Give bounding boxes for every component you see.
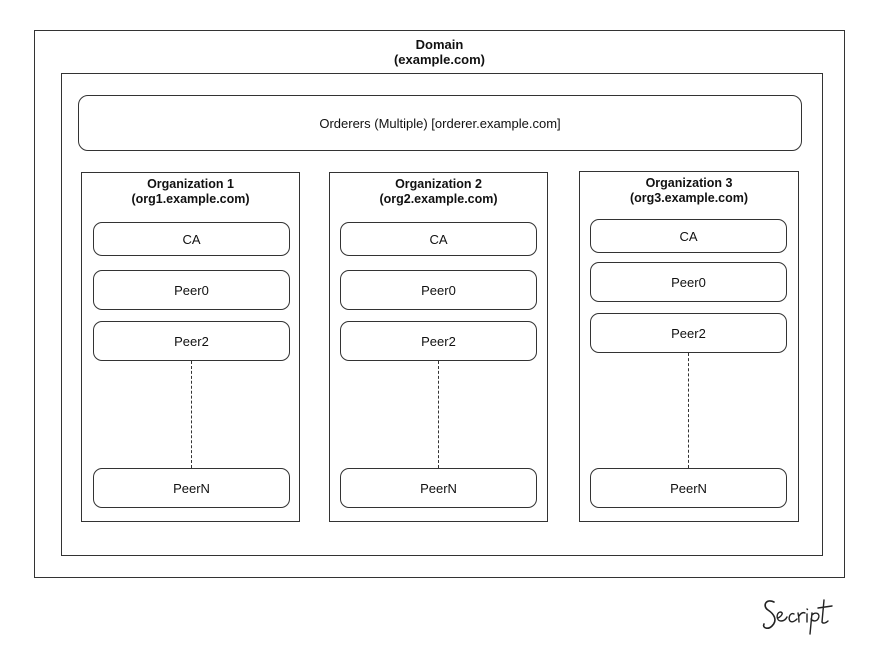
organization-1-title: Organization 1 (org1.example.com) xyxy=(81,177,300,206)
organization-1-box xyxy=(81,172,300,522)
organization-2-box xyxy=(329,172,548,522)
org3-peer2-node: Peer2 xyxy=(590,313,787,353)
org3-ca-node: CA xyxy=(590,219,787,253)
org3-peer0-node: Peer0 xyxy=(590,262,787,302)
organization-3-box xyxy=(579,171,799,522)
node-label: CA xyxy=(679,228,698,244)
node-label: PeerN xyxy=(420,480,457,496)
organization-2-domain: (org2.example.com) xyxy=(379,191,498,206)
node-label: CA xyxy=(429,231,448,247)
org1-ellipsis-connector xyxy=(191,361,192,468)
org1-peer0-node: Peer0 xyxy=(93,270,290,310)
organization-3-name: Organization 3 xyxy=(645,176,733,190)
node-label: CA xyxy=(182,231,201,247)
org1-peer2-node: Peer2 xyxy=(93,321,290,361)
organization-3-title: Organization 3 (org3.example.com) xyxy=(579,176,799,205)
node-label: Peer2 xyxy=(671,325,706,341)
org2-peern-node: PeerN xyxy=(340,468,537,508)
node-label: Peer0 xyxy=(421,282,456,298)
network-container xyxy=(61,73,823,556)
node-label: Peer2 xyxy=(174,333,209,349)
org2-peer2-node: Peer2 xyxy=(340,321,537,361)
organization-1-name: Organization 1 xyxy=(147,177,234,191)
organization-2-name: Organization 2 xyxy=(395,177,482,191)
node-label: Peer2 xyxy=(421,333,456,349)
org2-ca-node: CA xyxy=(340,222,537,256)
org1-peern-node: PeerN xyxy=(93,468,290,508)
org2-peer0-node: Peer0 xyxy=(340,270,537,310)
domain-title-label: Domain xyxy=(415,37,464,52)
domain-title: Domain (example.com) xyxy=(34,37,845,67)
organization-1-domain: (org1.example.com) xyxy=(131,191,250,206)
org1-ca-node: CA xyxy=(93,222,290,256)
node-label: Peer0 xyxy=(174,282,209,298)
node-label: Peer0 xyxy=(671,274,706,290)
domain-subtitle: (example.com) xyxy=(393,52,486,67)
organization-2-title: Organization 2 (org2.example.com) xyxy=(329,177,548,206)
orderers-box: Orderers (Multiple) [orderer.example.com… xyxy=(78,95,802,151)
org3-ellipsis-connector xyxy=(688,353,689,468)
org2-ellipsis-connector xyxy=(438,361,439,468)
organization-3-domain: (org3.example.com) xyxy=(629,190,749,205)
signature-logo xyxy=(762,599,833,635)
node-label: PeerN xyxy=(173,480,210,496)
orderers-label: Orderers (Multiple) [orderer.example.com… xyxy=(319,115,561,131)
org3-peern-node: PeerN xyxy=(590,468,787,508)
domain-box xyxy=(34,30,845,578)
node-label: PeerN xyxy=(670,480,707,496)
